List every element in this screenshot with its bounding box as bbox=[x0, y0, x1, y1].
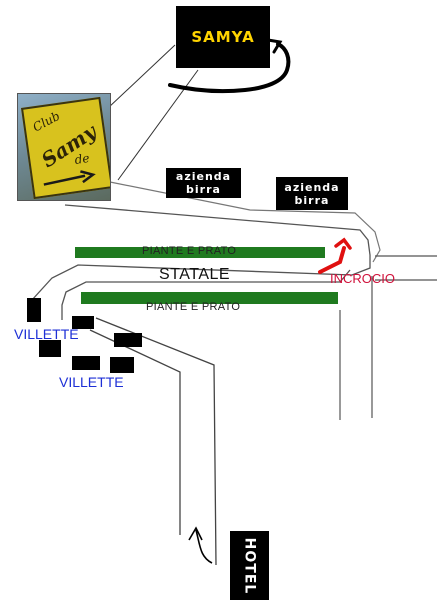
hotel-start-arrowhead bbox=[188, 526, 203, 541]
statale-road-upper-edge bbox=[31, 204, 371, 318]
piante-prato-label-top: PIANTE E PRATO bbox=[142, 245, 237, 257]
hotel-road-right-edge bbox=[95, 317, 217, 566]
villetta-block-1 bbox=[27, 298, 41, 322]
villetta-block-3 bbox=[39, 340, 61, 357]
azienda-birra-label-2: azienda birra bbox=[276, 177, 348, 210]
azienda-birra-label-1: azienda birra bbox=[166, 168, 241, 198]
green-strip-bottom bbox=[81, 292, 338, 304]
villette-label-1: VILLETTE bbox=[14, 326, 79, 342]
azienda-text-1: azienda bbox=[175, 170, 232, 183]
incrocio-red-arrow bbox=[318, 246, 346, 274]
hotel-start-arrow bbox=[195, 529, 213, 564]
statale-label: STATALE bbox=[159, 266, 231, 283]
hotel-text: HOTEL bbox=[241, 537, 258, 594]
hotel-road-left-edge bbox=[89, 329, 181, 535]
villetta-block-5 bbox=[72, 356, 100, 370]
piante-prato-label-bottom: PIANTE E PRATO bbox=[146, 301, 241, 313]
samya-route-arrowhead bbox=[266, 38, 283, 54]
birra-text-1: birra bbox=[186, 183, 221, 196]
villette-label-2: VILLETTE bbox=[59, 374, 124, 390]
sign-arrow-icon bbox=[43, 170, 96, 186]
incrocio-red-arrowhead bbox=[334, 237, 352, 250]
hotel-label: HOTEL bbox=[230, 531, 269, 600]
sign-plate: Club Samy de bbox=[20, 96, 110, 200]
sign-to-samya-line bbox=[107, 44, 176, 109]
sign-club-text: Club bbox=[30, 108, 63, 135]
villetta-block-4 bbox=[114, 333, 142, 347]
villetta-block-6 bbox=[110, 357, 134, 373]
villetta-block-2 bbox=[72, 316, 94, 329]
statale-south-edge bbox=[61, 269, 351, 320]
statale-road-lower-edge bbox=[109, 181, 381, 263]
club-samy-sign-photo: Club Samy de bbox=[17, 93, 111, 201]
birra-text-2: birra bbox=[294, 193, 330, 207]
samya-route-arrow bbox=[168, 42, 291, 94]
samya-label: SAMYA bbox=[176, 6, 270, 68]
incrocio-label: INCROCIO bbox=[330, 271, 395, 286]
sign-de-text: de bbox=[73, 151, 91, 167]
azienda-text-2: azienda bbox=[284, 180, 340, 194]
green-strip-top bbox=[75, 247, 325, 258]
